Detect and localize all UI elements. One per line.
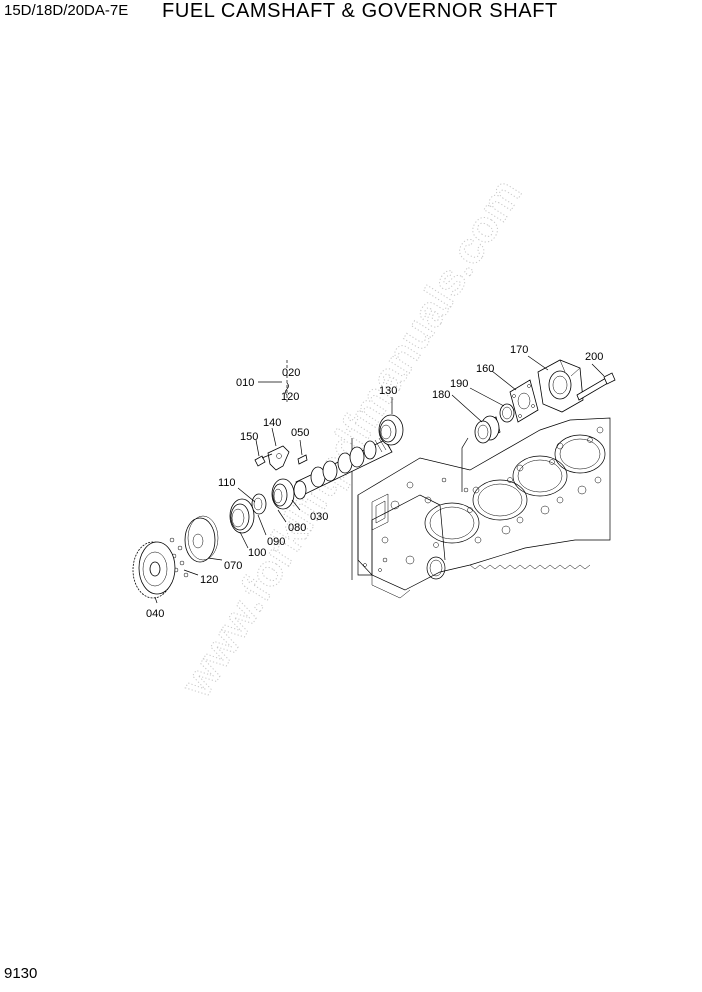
callout-020: 020 [282,367,300,379]
callout-010: 010 [236,377,254,389]
gear-040 [132,541,176,599]
page-number: 9130 [4,965,38,982]
bushing-180 [474,415,501,444]
leader-lines [154,355,605,604]
callout-120-range: 120 [281,391,299,403]
callout-200: 200 [585,351,603,363]
callout-100: 100 [248,547,266,559]
housing-170 [537,359,584,413]
callout-170: 170 [510,344,528,356]
callout-labels: 010 020 120 130 140 150 050 110 030 080 … [146,344,603,620]
callout-190: 190 [450,378,468,390]
gasket-160 [509,379,539,423]
bearing-130 [378,414,404,446]
engine-block [351,417,611,599]
ring-100 [229,498,255,534]
washer-090 [251,493,267,515]
bearing-080 [271,478,295,510]
page-title: FUEL CAMSHAFT & GOVERNOR SHAFT [162,0,558,22]
bracket-140 [267,445,290,471]
callout-180: 180 [432,389,450,401]
callout-040: 040 [146,608,164,620]
key-050 [297,454,308,465]
o-ring-190 [499,403,515,423]
callout-130: 130 [379,385,397,397]
callout-120: 120 [200,574,218,586]
callout-140: 140 [263,417,281,429]
bolt-200 [576,372,616,401]
hub-070 [184,515,219,563]
bolt-150 [254,453,273,467]
callout-070: 070 [224,560,242,572]
callout-090: 090 [267,536,285,548]
callout-110: 110 [218,477,236,489]
fuel-camshaft [293,435,393,500]
callout-080: 080 [288,522,306,534]
callout-150: 150 [240,431,258,443]
model-code: 15D/18D/20DA-7E [4,2,129,19]
callout-030: 030 [310,511,328,523]
callout-050: 050 [291,427,309,439]
callout-160: 160 [476,363,494,375]
